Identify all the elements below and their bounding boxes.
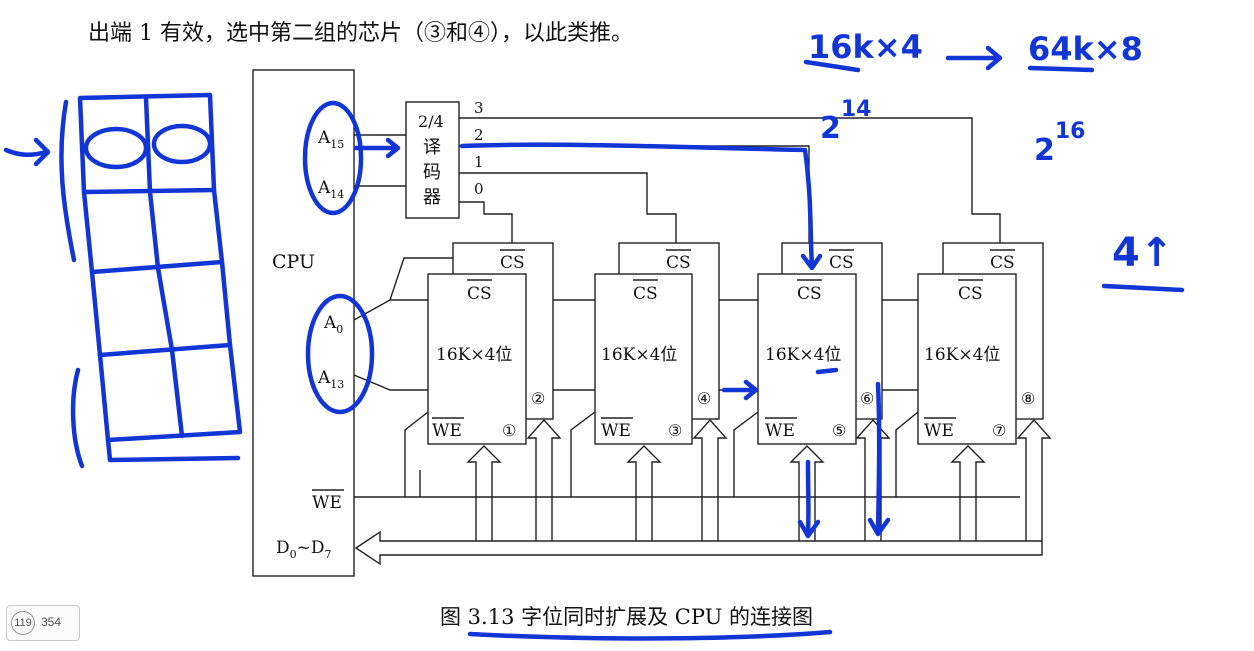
- chip-cs-front: CS: [797, 284, 822, 304]
- chip-capacity: 16K×4位: [601, 345, 677, 365]
- chip-cs-front: CS: [958, 284, 983, 304]
- annotation-exp-left: 214: [820, 97, 872, 146]
- chip-we: WE: [765, 421, 795, 441]
- decoder-out-2: 2: [474, 126, 484, 144]
- decoder-title: 2/4: [418, 112, 444, 131]
- chip-cs-front: CS: [467, 284, 492, 304]
- annotation-exp-right: 216: [1034, 119, 1086, 168]
- decoder-char-3: 器: [423, 187, 441, 208]
- chip-cs-back: CS: [500, 253, 525, 273]
- chip-we: WE: [432, 421, 462, 441]
- decoder-out-3: 3: [474, 99, 484, 117]
- annotation-count: 4↑: [1112, 230, 1173, 276]
- decoder-char-1: 译: [423, 137, 441, 158]
- chip-front-number: ①: [502, 421, 516, 440]
- chip-cs-back: CS: [666, 253, 691, 273]
- chip-back-number: ④: [697, 389, 711, 408]
- chip-cs-front: CS: [633, 284, 658, 304]
- chip-front-number: ③: [668, 421, 682, 440]
- decoder-box: [405, 101, 460, 219]
- figure-caption: 图 3.13 字位同时扩展及 CPU 的连接图: [440, 605, 813, 629]
- chip-cs-back: CS: [990, 253, 1015, 273]
- pin-a14: A14: [317, 178, 344, 201]
- cpu-label: CPU: [272, 251, 315, 273]
- chip-front-number: ⑤: [832, 421, 846, 440]
- decoder-char-2: 码: [423, 162, 441, 183]
- chip-front-number: ⑦: [992, 421, 1006, 440]
- total-pages: 354: [41, 615, 62, 629]
- chip-back-number: ⑥: [860, 389, 874, 408]
- annotation-left-formula: 16k×4: [808, 28, 923, 66]
- page-indicator[interactable]: 119 354: [6, 605, 80, 641]
- current-page: 119: [11, 611, 35, 635]
- chip-capacity: 16K×4位: [924, 345, 1000, 365]
- chip-we: WE: [924, 421, 954, 441]
- handwritten-annotations: [3, 45, 1185, 641]
- pin-a15: A15: [317, 128, 344, 151]
- decoder-out-0: 0: [474, 180, 484, 198]
- decoder-out-1: 1: [474, 153, 484, 171]
- chip-we: WE: [601, 421, 631, 441]
- chip-group-4: CS ⑧ CS 16K×4位 WE ⑦: [917, 242, 1052, 541]
- annotation-right-formula: 64k×8: [1028, 30, 1143, 68]
- chip-capacity: 16K×4位: [436, 345, 512, 365]
- pin-we: WE: [312, 493, 342, 513]
- chip-group-2: CS ④ CS 16K×4位 WE ③: [594, 242, 728, 541]
- chip-group-3: CS ⑥ CS 16K×4位 WE ⑤: [757, 242, 891, 541]
- chip-group-1: CS ② CS 16K×4位 WE ①: [427, 242, 562, 541]
- chip-cs-back: CS: [829, 253, 854, 273]
- pin-data: D0~D7: [276, 538, 332, 561]
- chip-capacity: 16K×4位: [765, 345, 841, 365]
- chip-back-number: ⑧: [1021, 389, 1035, 408]
- top-text: 出端 1 有效，选中第二组的芯片（③和④），以此类推。: [88, 21, 633, 46]
- pin-a0: A0: [323, 313, 343, 336]
- chip-back-number: ②: [531, 389, 545, 408]
- pin-a13: A13: [317, 368, 344, 391]
